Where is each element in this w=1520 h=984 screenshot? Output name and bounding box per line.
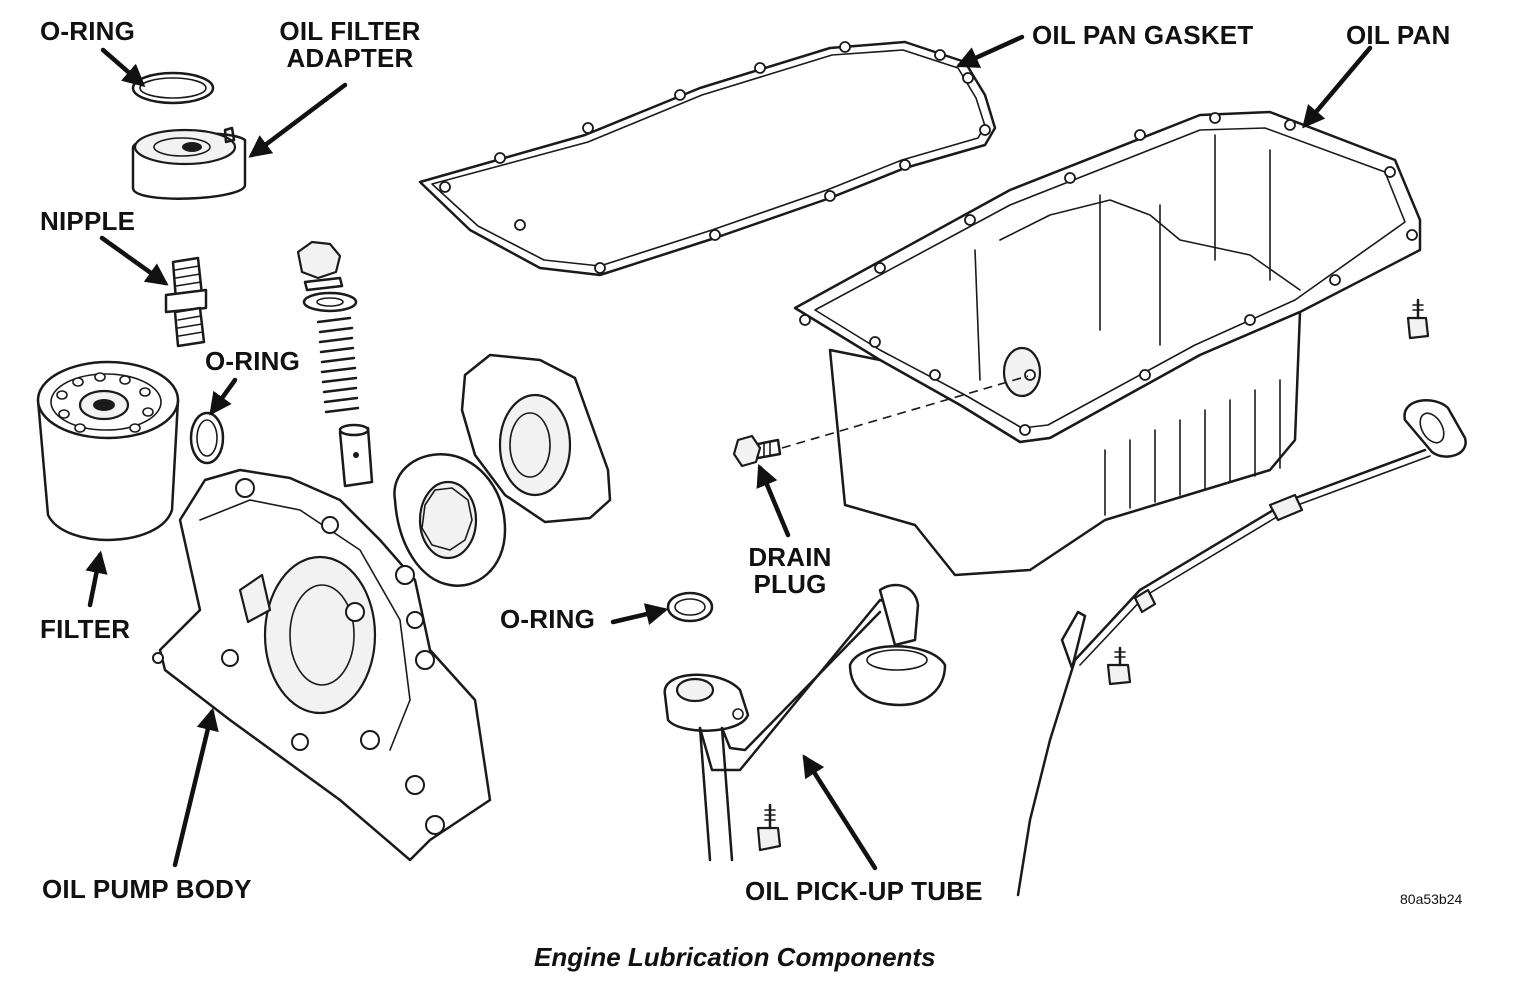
nipple [164,256,208,348]
oil-pickup-tube [663,583,947,862]
oil-filter-adapter [131,126,247,200]
label-oil-filter-adapter-line1: OIL FILTER [279,16,421,46]
pan-bolt-right [1406,298,1430,340]
label-o-ring-pickup: O-RING [500,604,596,634]
label-nipple: NIPPLE [40,206,136,236]
label-o-ring-top: O-RING [40,16,136,46]
relief-valve-parts [296,240,374,488]
oil-pan-gasket [418,40,997,277]
oil-pan [793,110,1422,577]
label-drain-plug-line1: DRAIN [748,542,832,572]
label-oil-pan: OIL PAN [1346,20,1451,50]
label-oil-filter-adapter: OIL FILTER ADAPTER [270,18,430,72]
oil-filter [36,360,180,542]
tube-bolt-dipstick [1106,646,1132,686]
oil-pump-cover [460,353,612,524]
label-filter: FILTER [40,614,131,644]
dipstick [1016,399,1467,897]
label-o-ring-mid: O-RING [205,346,301,376]
label-oil-pan-gasket: OIL PAN GASKET [1032,20,1254,50]
outer-rotor [393,452,507,587]
label-drain-plug: DRAIN PLUG [735,544,845,598]
label-drain-plug-line2: PLUG [753,569,827,599]
oil-pump-body [152,468,492,862]
label-oil-pickup-tube: OIL PICK-UP TUBE [745,876,983,906]
leader-arrows [85,34,1373,871]
figure-caption: Engine Lubrication Components [534,942,936,972]
label-oil-filter-adapter-line2: ADAPTER [286,43,414,73]
tube-bolt-bottom [756,803,782,852]
drain-plug [732,375,1029,468]
figure-code: 80a53b24 [1400,891,1463,907]
label-oil-pump-body: OIL PUMP BODY [42,874,252,904]
